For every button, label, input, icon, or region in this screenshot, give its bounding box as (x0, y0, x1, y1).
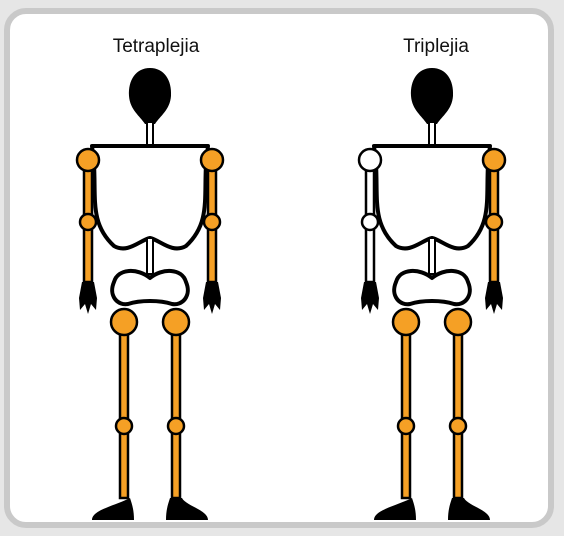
figure-tetraplejia (77, 68, 223, 520)
right-leg-knee-joint (168, 418, 184, 434)
left-arm-shoulder-joint (359, 149, 381, 171)
left-leg-hip-joint (111, 309, 137, 335)
right-arm-shoulder-joint (201, 149, 223, 171)
pelvis (112, 271, 188, 304)
right-arm-elbow-joint (486, 214, 502, 230)
right-arm-shoulder-joint (483, 149, 505, 171)
right-leg-hip-joint (445, 309, 471, 335)
ribcage (92, 146, 208, 248)
left-leg-foot (92, 498, 134, 520)
left-leg-foot (374, 498, 416, 520)
left-leg-lower (120, 426, 128, 498)
head (411, 68, 453, 124)
neck (147, 122, 153, 146)
head (129, 68, 171, 124)
figures-svg (10, 14, 554, 528)
left-leg-knee-joint (398, 418, 414, 434)
right-leg-lower (172, 426, 180, 498)
left-arm-elbow-joint (362, 214, 378, 230)
right-arm-elbow-joint (204, 214, 220, 230)
figure-triplejia (359, 68, 505, 520)
left-leg-upper (120, 324, 128, 426)
right-arm-hand (485, 282, 503, 314)
right-leg-hip-joint (163, 309, 189, 335)
ribcage (374, 146, 490, 248)
left-leg-knee-joint (116, 418, 132, 434)
right-leg-foot (448, 498, 490, 520)
right-leg-upper (172, 324, 180, 426)
left-leg-hip-joint (393, 309, 419, 335)
left-arm-shoulder-joint (77, 149, 99, 171)
spine (147, 238, 153, 274)
right-leg-knee-joint (450, 418, 466, 434)
spine (429, 238, 435, 274)
left-arm-hand (361, 282, 379, 314)
right-arm-hand (203, 282, 221, 314)
left-arm-elbow-joint (80, 214, 96, 230)
left-arm-hand (79, 282, 97, 314)
left-leg-upper (402, 324, 410, 426)
right-leg-upper (454, 324, 462, 426)
right-leg-foot (166, 498, 208, 520)
neck (429, 122, 435, 146)
left-leg-lower (402, 426, 410, 498)
diagram-frame: Tetraplejia Triplejia (4, 8, 554, 528)
right-leg-lower (454, 426, 462, 498)
pelvis (394, 271, 470, 304)
